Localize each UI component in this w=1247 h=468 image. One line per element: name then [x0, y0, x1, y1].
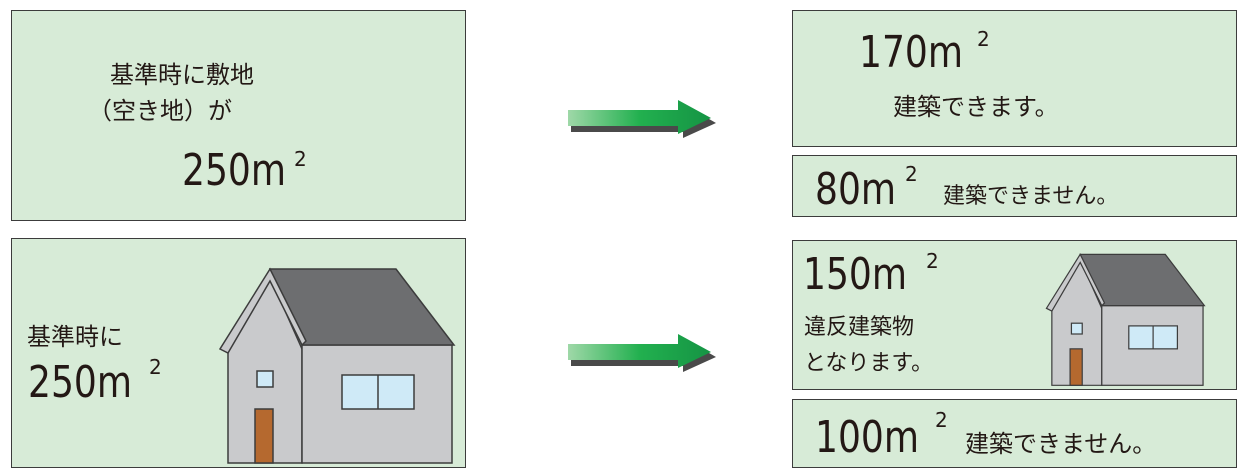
result-not-buildable-box-2: 100m 2 建築できません。 [792, 399, 1237, 468]
result-not-buildable-text-1: 建築できません。 [943, 184, 1119, 209]
existing-building-label: 基準時に [27, 323, 123, 351]
result-not-buildable-area-sup-2: 2 [935, 408, 948, 432]
result-buildable-text: 建築できます。 [893, 93, 1059, 121]
result-not-buildable-area-sup-1: 2 [905, 162, 918, 186]
house-small-window [256, 370, 274, 388]
existing-building-area-sup: 2 [149, 355, 162, 379]
result-not-buildable-text-2: 建築できません。 [965, 430, 1157, 458]
result-violation-line2: となります。 [804, 351, 934, 376]
result-not-buildable-area-2: 100m [815, 412, 920, 463]
result-not-buildable-box-1: 80m 2 建築できません。 [792, 155, 1237, 217]
vacant-lot-area-sup: 2 [294, 147, 307, 171]
result-not-buildable-area-1: 80m [815, 164, 897, 215]
house-door [254, 408, 274, 464]
result-violation-area: 150m [803, 249, 908, 300]
result-violation-area-sup: 2 [926, 249, 939, 273]
result-violation-line1: 違反建築物 [804, 315, 915, 340]
house-icon [218, 267, 456, 464]
house-small-window [1070, 322, 1083, 335]
house-gable-edge [218, 267, 307, 354]
result-buildable-area-sup: 2 [977, 27, 990, 51]
result-buildable-box: 170m 2 建築できます。 [792, 10, 1237, 147]
right-arrow-icon [568, 334, 716, 372]
vacant-lot-box: 基準時に敷地 （空き地）が 250m 2 [11, 10, 466, 221]
right-arrow-icon [568, 100, 716, 138]
existing-building-area: 250m [28, 357, 133, 408]
existing-building-box: 基準時に 250m 2 [11, 238, 466, 468]
vacant-lot-line2: （空き地）が [88, 97, 232, 125]
result-violation-box: 150m 2 違反建築物 となります。 [792, 240, 1237, 390]
vacant-lot-area: 250m [182, 145, 287, 196]
result-buildable-area: 170m [859, 27, 964, 78]
house-gable-edge [1045, 253, 1106, 312]
vacant-lot-line1: 基準時に敷地 [110, 61, 254, 89]
house-icon [1045, 253, 1206, 386]
house-door [1069, 348, 1083, 386]
